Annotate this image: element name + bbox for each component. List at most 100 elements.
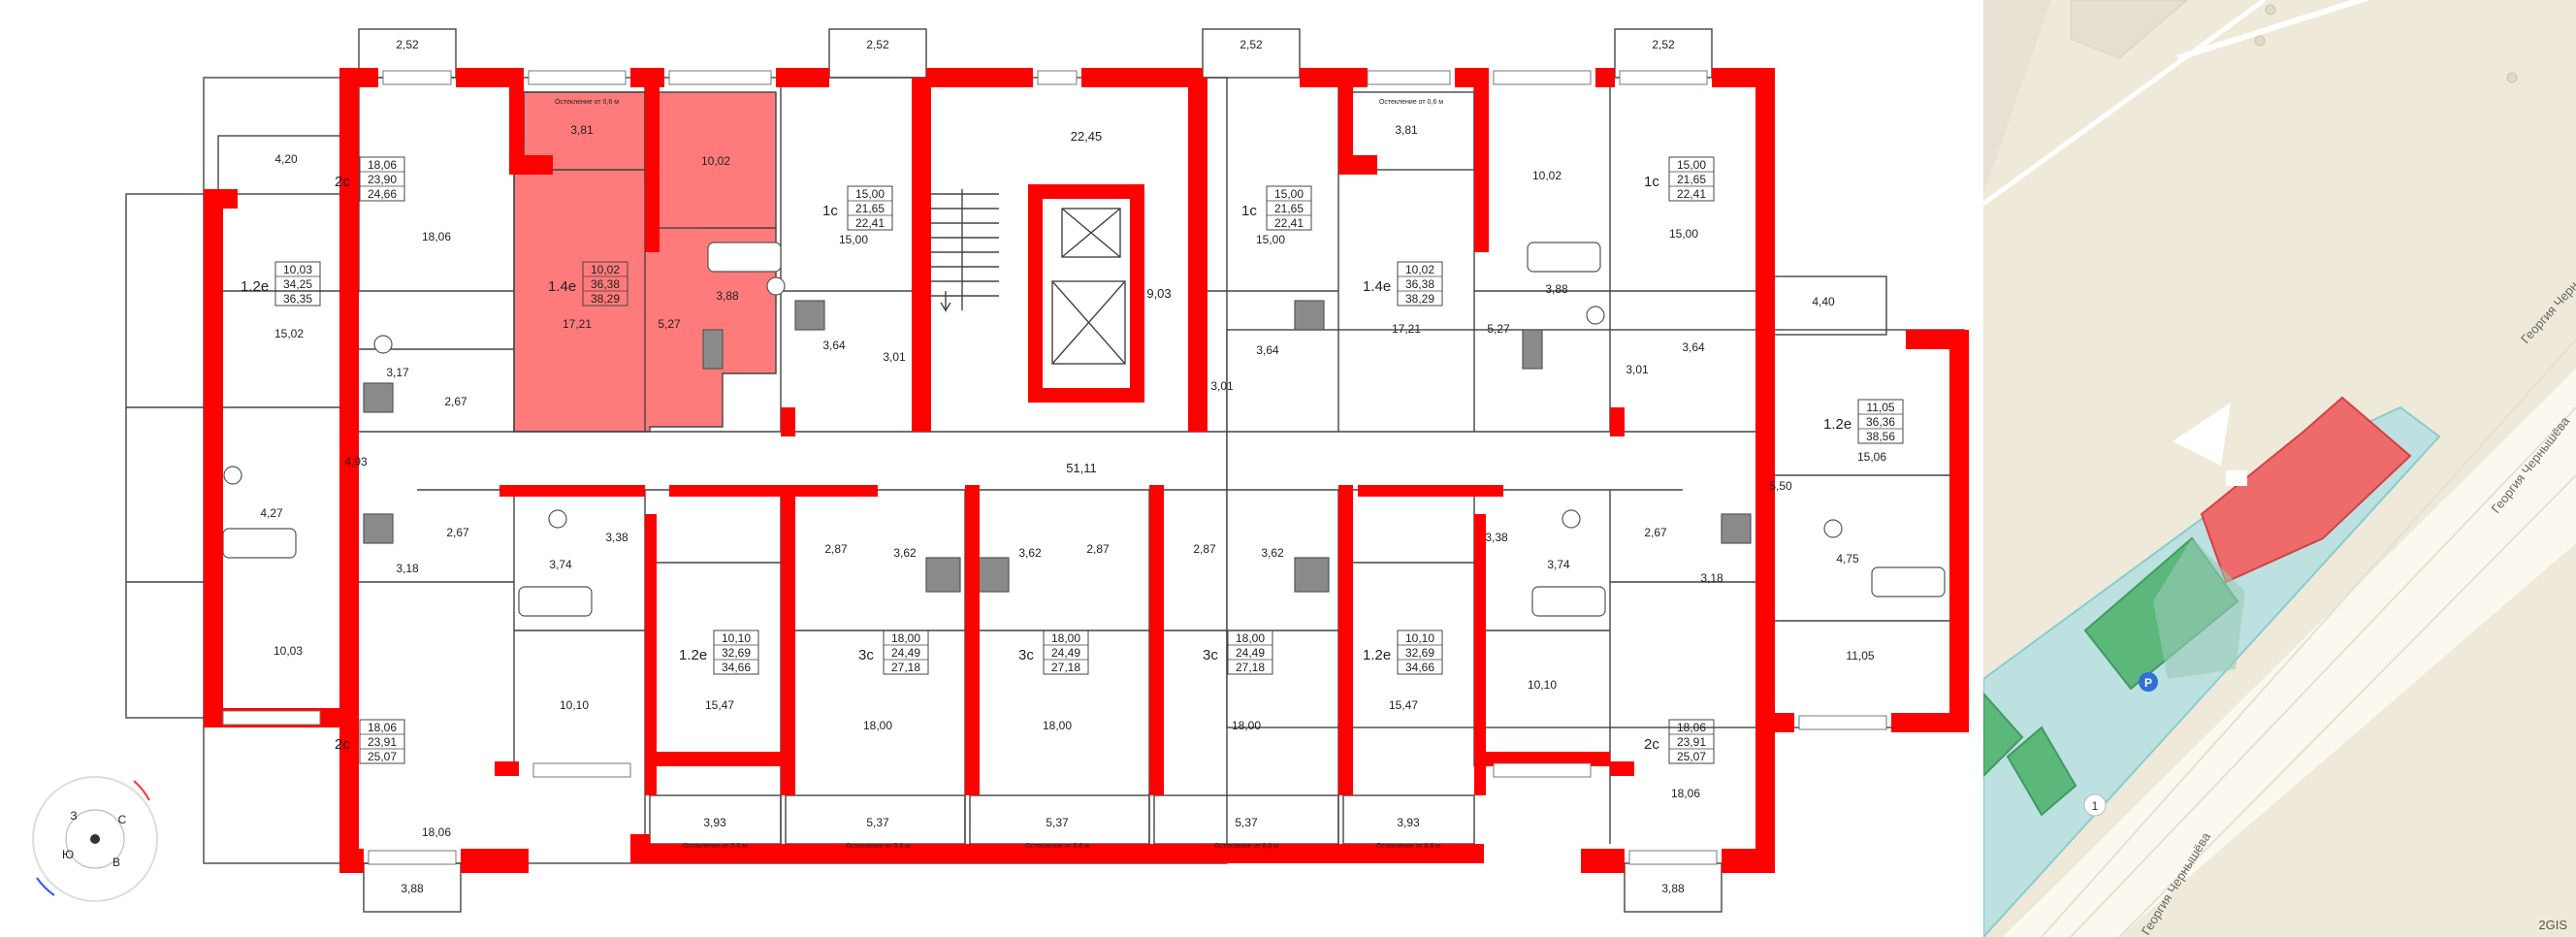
map-pin-icon[interactable] xyxy=(2265,4,2276,16)
area-with-balcony: 22,41 xyxy=(855,216,885,230)
room-area: 5,27 xyxy=(658,317,681,331)
map-pin-icon[interactable] xyxy=(2506,72,2518,83)
apartment-type: 3с xyxy=(1203,647,1218,663)
apartment-box xyxy=(1397,630,1443,675)
apartment-box xyxy=(1857,399,1904,444)
apartment-type: 3с xyxy=(1018,647,1034,663)
map-pin-icon[interactable] xyxy=(2254,35,2266,47)
room-area: 3,74 xyxy=(549,558,572,571)
room-area: 2,67 xyxy=(446,526,469,539)
room-area: 15,02 xyxy=(274,327,304,340)
room-area: 5,27 xyxy=(1487,322,1510,336)
total-area: 21,65 xyxy=(1274,202,1304,215)
apartment-box xyxy=(1397,261,1443,307)
loggia-bottom-1-area: 3,93 xyxy=(703,816,726,829)
total-area: 36,38 xyxy=(591,277,620,291)
area-with-balcony: 22,41 xyxy=(1274,216,1304,230)
building-green-2 xyxy=(2006,726,2077,817)
total-area: 21,65 xyxy=(855,202,885,215)
living-area: 10,02 xyxy=(1405,263,1434,276)
total-area: 24,49 xyxy=(1051,646,1080,660)
room-area: 3,74 xyxy=(1547,558,1570,571)
total-area: 36,38 xyxy=(1405,277,1434,291)
living-area: 15,00 xyxy=(855,187,885,201)
compass-north: С xyxy=(118,813,127,826)
room-area: 18,00 xyxy=(1232,719,1261,732)
living-area: 18,00 xyxy=(891,631,920,645)
parking-label: P xyxy=(2144,676,2152,690)
apartment-type: 1.2е xyxy=(241,278,269,295)
glazing-note: Остекление от 0,6 м xyxy=(1376,843,1440,850)
location-map[interactable]: P 1 Георгия Чернышёва Георгия Чернышёва … xyxy=(1983,0,2576,937)
map-attribution: 2GIS xyxy=(2538,918,2567,932)
room-area: 18,06 xyxy=(422,825,451,839)
apartment-type: 3с xyxy=(858,647,874,663)
floor-plan: 2,52 2,52 2,52 2,52 3,88 3,88 4,20 4,40 … xyxy=(32,28,1969,913)
room-area: 15,47 xyxy=(705,698,734,712)
common-area-labels: 22,45 9,03 51,11 xyxy=(1066,129,1171,475)
room-area: 2,67 xyxy=(1644,526,1667,539)
room-area: 17,21 xyxy=(1392,322,1421,336)
room-area: 3,17 xyxy=(386,366,409,379)
apartment-type: 1с xyxy=(1241,203,1257,219)
apartment-type: 1.2е xyxy=(1823,416,1852,433)
living-area: 10,02 xyxy=(591,263,620,276)
glazing-note: Остекление от 0,6 м xyxy=(555,99,619,106)
apartment-box xyxy=(713,630,759,675)
loggia-top-4-area: 10,02 xyxy=(1532,169,1562,182)
staircase xyxy=(926,189,999,313)
room-area: 2,67 xyxy=(444,395,467,408)
room-area: 3,18 xyxy=(1700,571,1723,585)
corridor-area: 51,11 xyxy=(1066,461,1097,475)
apartment-box xyxy=(847,185,893,231)
apartment-box xyxy=(1266,185,1312,231)
living-area: 18,06 xyxy=(368,158,397,172)
parking-icon[interactable] xyxy=(2139,672,2158,692)
area-with-balcony: 34,66 xyxy=(722,661,751,674)
loggia-bottom-3-area: 5,37 xyxy=(1046,816,1069,829)
loggia-labels: Остекление от 0,6 м Остекление от 0,6 м … xyxy=(555,99,1562,850)
compass-east: В xyxy=(113,856,120,869)
building-green-3 xyxy=(1983,692,2024,778)
balcony-top-1-area: 2,52 xyxy=(396,38,419,51)
apartment-type: 1.2е xyxy=(1363,647,1391,663)
glazing-note: Остекление от 0,6 м xyxy=(1025,843,1089,850)
balcony-bottom-2-area: 3,88 xyxy=(1661,882,1685,895)
house-number-marker[interactable] xyxy=(2083,793,2107,817)
balcony-bottom-1-area: 3,88 xyxy=(401,882,424,895)
room-area: 11,05 xyxy=(1846,649,1874,662)
room-area: 15,06 xyxy=(1857,450,1886,464)
apartment-box xyxy=(1043,630,1089,675)
area-with-balcony: 34,66 xyxy=(1405,661,1434,674)
room-area: 18,00 xyxy=(1043,719,1072,732)
room-area: 3,62 xyxy=(893,546,917,560)
room-area: 5,50 xyxy=(1769,479,1792,493)
room-area: 3,64 xyxy=(1256,343,1279,357)
balcony-top-3-area: 2,52 xyxy=(1240,38,1263,51)
living-area: 18,00 xyxy=(1051,631,1080,645)
loggia-right-top-area: 4,40 xyxy=(1812,295,1835,308)
living-area: 10,10 xyxy=(722,631,751,645)
room-area: 10,10 xyxy=(560,698,589,712)
house-number-label: 1 xyxy=(2092,799,2099,813)
apartment-box xyxy=(1668,719,1715,764)
apartment-info-boxes: 2с18,0623,9024,661.4е10,0236,3838,291с15… xyxy=(241,156,1904,764)
compass-west: З xyxy=(70,809,77,823)
living-area: 18,00 xyxy=(1236,631,1265,645)
room-area: 3,64 xyxy=(822,339,846,352)
